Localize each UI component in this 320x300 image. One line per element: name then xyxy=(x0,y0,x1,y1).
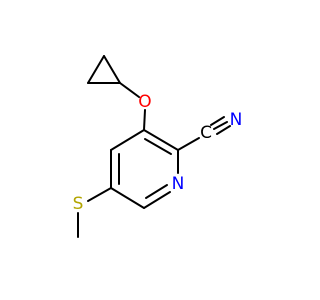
sulfur-label: S xyxy=(73,194,84,214)
bond-c4-c3 xyxy=(110,129,145,151)
bond-c6-c5 xyxy=(110,187,145,209)
bond-n1-c6-inner xyxy=(145,184,168,199)
bond-triple-3 xyxy=(216,125,231,135)
bond-c5-sulfur xyxy=(87,187,112,202)
ring-nitrogen-label: N xyxy=(172,174,185,194)
oxygen-label: O xyxy=(138,92,151,112)
bond-cp2-cp3 xyxy=(103,55,121,84)
bond-triple-1 xyxy=(213,121,228,130)
bond-cp-oxygen xyxy=(119,82,140,98)
bond-cp1-cp2 xyxy=(87,55,105,84)
bonds xyxy=(77,55,231,238)
background xyxy=(0,0,300,300)
bond-c2-cnitrile xyxy=(177,137,200,151)
bond-c3-c2-inner xyxy=(144,138,172,155)
bond-n1-c6 xyxy=(143,191,171,209)
bond-oxygen-c3 xyxy=(143,109,146,131)
bond-triple-2 xyxy=(210,116,225,126)
bond-c3-c2 xyxy=(143,129,179,151)
structure-diagram: O N C N S xyxy=(0,0,300,300)
atom-labels: O N C N S xyxy=(73,92,243,214)
nitrile-nitrogen-label: N xyxy=(230,110,243,130)
nitrile-carbon-label: C xyxy=(200,123,212,143)
